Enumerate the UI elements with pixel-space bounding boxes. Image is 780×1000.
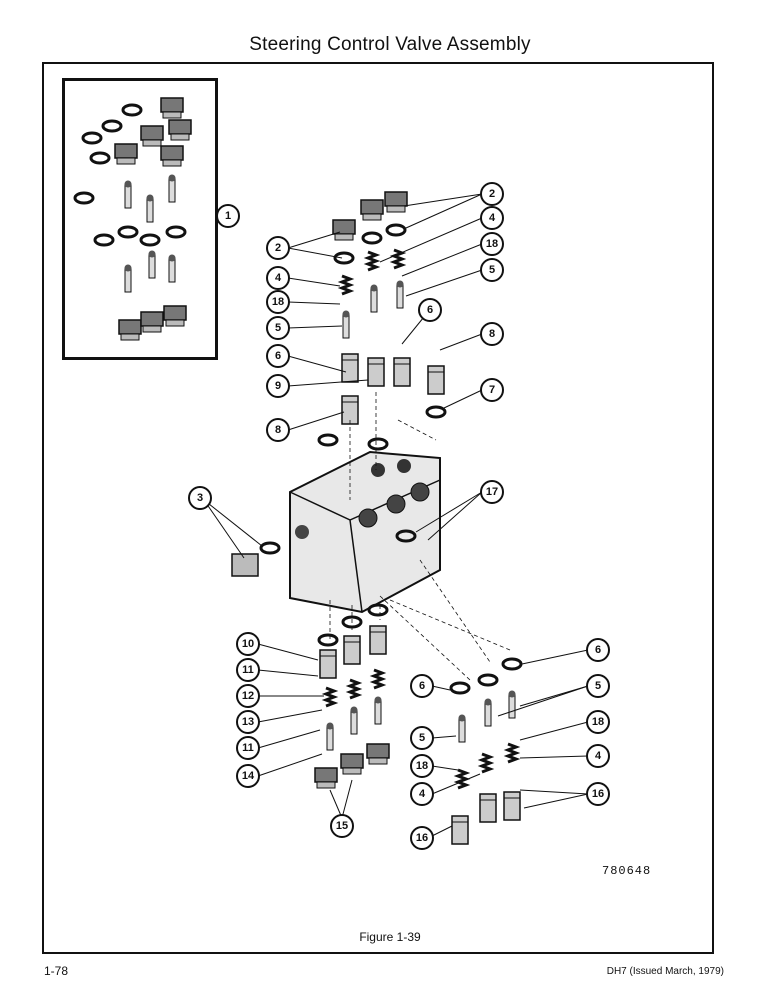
callout-16: 16 (586, 782, 610, 806)
svg-text:11: 11 (242, 664, 254, 676)
callout-5: 5 (410, 726, 434, 750)
svg-text:8: 8 (489, 328, 495, 340)
callout-13: 13 (236, 710, 260, 734)
callout-18: 18 (586, 710, 610, 734)
svg-text:18: 18 (416, 760, 428, 772)
drawing-id: 780648 (602, 864, 652, 878)
side-plug (231, 529, 417, 577)
svg-text:8: 8 (275, 424, 281, 436)
valve-body (289, 450, 441, 614)
svg-text:6: 6 (419, 680, 425, 692)
svg-text:7: 7 (489, 384, 495, 396)
svg-text:3: 3 (197, 492, 203, 504)
svg-text:10: 10 (242, 638, 254, 650)
document-reference: DH7 (Issued March, 1979) (606, 966, 724, 977)
lower-right-stack (449, 657, 523, 845)
callout-10: 10 (236, 632, 260, 656)
svg-text:12: 12 (242, 690, 254, 702)
svg-text:18: 18 (272, 296, 284, 308)
callout-6: 6 (266, 344, 290, 368)
callout-4: 4 (480, 206, 504, 230)
svg-text:2: 2 (275, 242, 281, 254)
guide-lines (329, 392, 511, 681)
callout-11: 11 (236, 658, 260, 682)
svg-text:5: 5 (489, 264, 495, 276)
figure-frame (42, 62, 714, 954)
callout-2: 2 (480, 182, 504, 206)
svg-text:2: 2 (489, 188, 495, 200)
callout-7: 7 (480, 378, 504, 402)
figure-caption: Figure 1-39 (359, 930, 421, 944)
callout-11: 11 (236, 736, 260, 760)
callout-6: 6 (586, 638, 610, 662)
svg-text:16: 16 (416, 832, 428, 844)
callout-5: 5 (480, 258, 504, 282)
svg-text:14: 14 (242, 770, 255, 782)
leader-lines (203, 193, 589, 837)
svg-text:4: 4 (275, 272, 282, 284)
callout-16: 16 (410, 826, 434, 850)
callout-15: 15 (330, 814, 354, 838)
inset-parts (73, 97, 192, 341)
svg-text:13: 13 (242, 716, 254, 728)
callout-18: 18 (480, 232, 504, 256)
callout-18: 18 (410, 754, 434, 778)
callout-4: 4 (586, 744, 610, 768)
svg-text:4: 4 (595, 750, 602, 762)
svg-text:18: 18 (592, 716, 604, 728)
svg-text:6: 6 (275, 350, 281, 362)
svg-text:9: 9 (275, 380, 281, 392)
svg-text:6: 6 (595, 644, 601, 656)
svg-text:5: 5 (595, 680, 601, 692)
page-title: Steering Control Valve Assembly (249, 34, 531, 55)
lower-left-stack (314, 603, 390, 789)
callout-6: 6 (418, 298, 442, 322)
callout-14: 14 (236, 764, 260, 788)
svg-text:16: 16 (592, 788, 604, 800)
callout-1: 1 (216, 204, 240, 228)
callout-17: 17 (480, 480, 504, 504)
svg-text:4: 4 (489, 212, 496, 224)
svg-text:18: 18 (486, 238, 498, 250)
callout-9: 9 (266, 374, 290, 398)
svg-text:4: 4 (419, 788, 426, 800)
svg-text:1: 1 (225, 210, 231, 222)
svg-text:5: 5 (275, 322, 281, 334)
callout-3: 3 (188, 486, 212, 510)
svg-text:6: 6 (427, 304, 433, 316)
callout-18: 18 (266, 290, 290, 314)
callout-5: 5 (266, 316, 290, 340)
callout-12: 12 (236, 684, 260, 708)
callout-8: 8 (266, 418, 290, 442)
svg-text:11: 11 (242, 742, 254, 754)
callout-6: 6 (410, 674, 434, 698)
callout-8: 8 (480, 322, 504, 346)
svg-text:15: 15 (336, 820, 348, 832)
callout-5: 5 (586, 674, 610, 698)
callout-4: 4 (266, 266, 290, 290)
callout-4: 4 (410, 782, 434, 806)
svg-text:5: 5 (419, 732, 425, 744)
svg-text:17: 17 (486, 486, 498, 498)
page-number: 1-78 (44, 964, 69, 978)
callout-2: 2 (266, 236, 290, 260)
